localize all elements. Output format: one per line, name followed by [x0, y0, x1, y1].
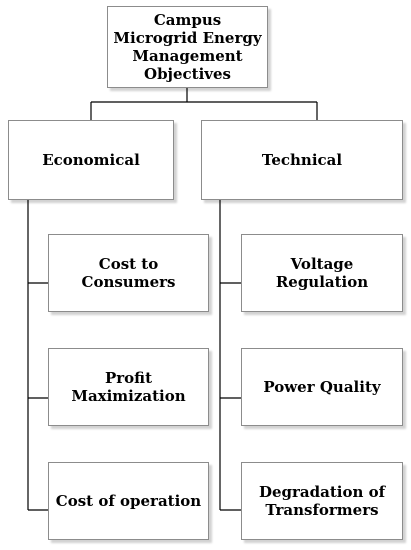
economical-item-3-label: Cost of operation [55, 492, 202, 510]
technical-item-2-label: Power Quality [263, 378, 381, 396]
category-technical-label: Technical [261, 151, 343, 169]
technical-item-3-box: Degradation of Transformers [241, 462, 403, 540]
economical-item-2-box: Profit Maximization [48, 348, 209, 426]
technical-item-3-label: Degradation of Transformers [258, 483, 386, 519]
economical-item-2-label: Profit Maximization [71, 369, 186, 405]
economical-item-3-box: Cost of operation [48, 462, 209, 540]
technical-item-1-box: Voltage Regulation [241, 234, 403, 312]
category-technical-box: Technical [201, 120, 403, 200]
economical-item-1-box: Cost to Consumers [48, 234, 209, 312]
root-objective-box: Campus Microgrid Energy Management Objec… [107, 6, 268, 88]
category-economical-label: Economical [42, 151, 140, 169]
economical-item-1-label: Cost to Consumers [81, 255, 176, 291]
technical-item-1-label: Voltage Regulation [275, 255, 369, 291]
category-economical-box: Economical [8, 120, 174, 200]
technical-item-2-box: Power Quality [241, 348, 403, 426]
root-objective-label: Campus Microgrid Energy Management Objec… [113, 11, 262, 83]
